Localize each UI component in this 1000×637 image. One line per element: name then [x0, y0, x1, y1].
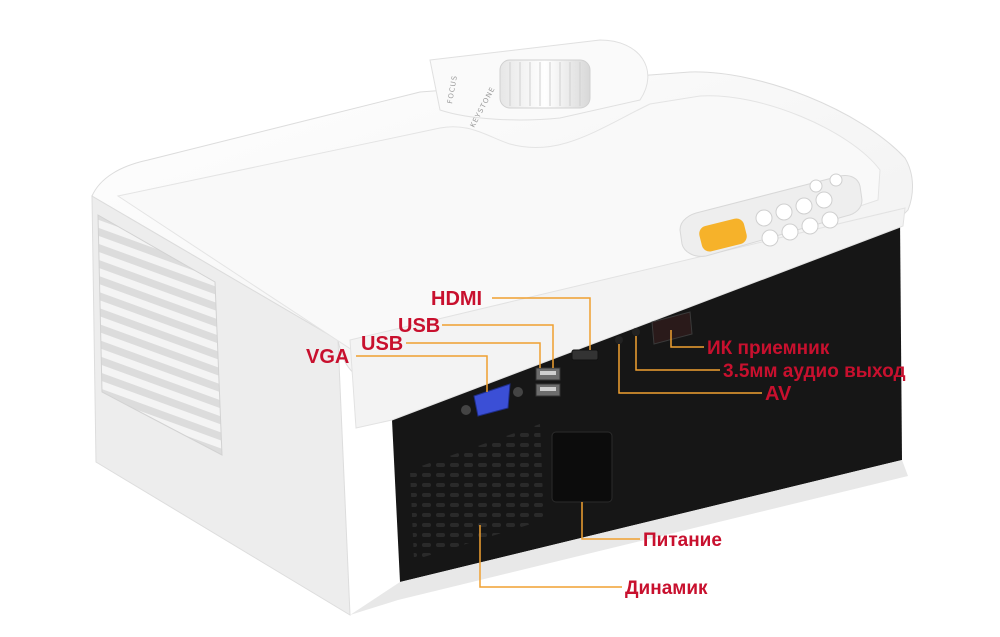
- control-button[interactable]: [795, 197, 813, 215]
- side-vents: [97, 214, 223, 456]
- speaker-grille: [410, 424, 544, 560]
- label-audio-out: 3.5мм аудио выход: [723, 361, 906, 382]
- leader-lines: [356, 297, 762, 588]
- vga-screw-left: [461, 405, 471, 415]
- projector-body: FOCUS KEYSTONE: [91, 39, 913, 616]
- control-button[interactable]: [755, 209, 773, 227]
- control-button[interactable]: [815, 191, 833, 209]
- menu-button[interactable]: [698, 217, 749, 253]
- leader-hdmi: [492, 297, 591, 350]
- label-hdmi: HDMI: [431, 288, 482, 310]
- leader-av: [618, 344, 762, 394]
- label-power: Питание: [643, 530, 722, 551]
- label-usb-2: USB: [361, 333, 403, 355]
- audio-jack: [632, 328, 640, 336]
- hdmi-port: [571, 349, 599, 361]
- control-button[interactable]: [809, 179, 823, 193]
- control-button[interactable]: [761, 229, 779, 247]
- control-button[interactable]: [829, 173, 843, 187]
- leader-usb-1: [442, 324, 554, 368]
- usb-ports: [535, 367, 561, 397]
- control-button[interactable]: [775, 203, 793, 221]
- focus-wheel: [499, 59, 591, 109]
- power-module: [551, 431, 613, 503]
- ir-receiver-window: [651, 311, 693, 345]
- control-buttons: [755, 173, 843, 247]
- label-usb-1: USB: [398, 315, 440, 337]
- leader-power: [581, 502, 640, 540]
- leader-ir: [670, 330, 704, 348]
- leader-vga: [356, 355, 488, 392]
- label-av: AV: [765, 383, 792, 405]
- label-ir-receiver: ИК приемник: [707, 338, 830, 359]
- label-speaker: Динамик: [625, 578, 708, 599]
- vga-screw-right: [513, 387, 523, 397]
- leader-audio: [635, 336, 720, 371]
- vga-port: [461, 383, 523, 417]
- control-button[interactable]: [781, 223, 799, 241]
- control-button[interactable]: [821, 211, 839, 229]
- callout-labels: HDMI USB USB VGA ИК приемник 3.5мм аудио…: [306, 288, 906, 599]
- control-button[interactable]: [801, 217, 819, 235]
- leader-usb-2: [406, 342, 541, 368]
- leader-speaker: [479, 525, 622, 588]
- av-jack: [615, 336, 623, 344]
- label-vga: VGA: [306, 346, 349, 368]
- focus-wheel-ridges: [509, 62, 581, 106]
- bottom-lip: [350, 460, 908, 615]
